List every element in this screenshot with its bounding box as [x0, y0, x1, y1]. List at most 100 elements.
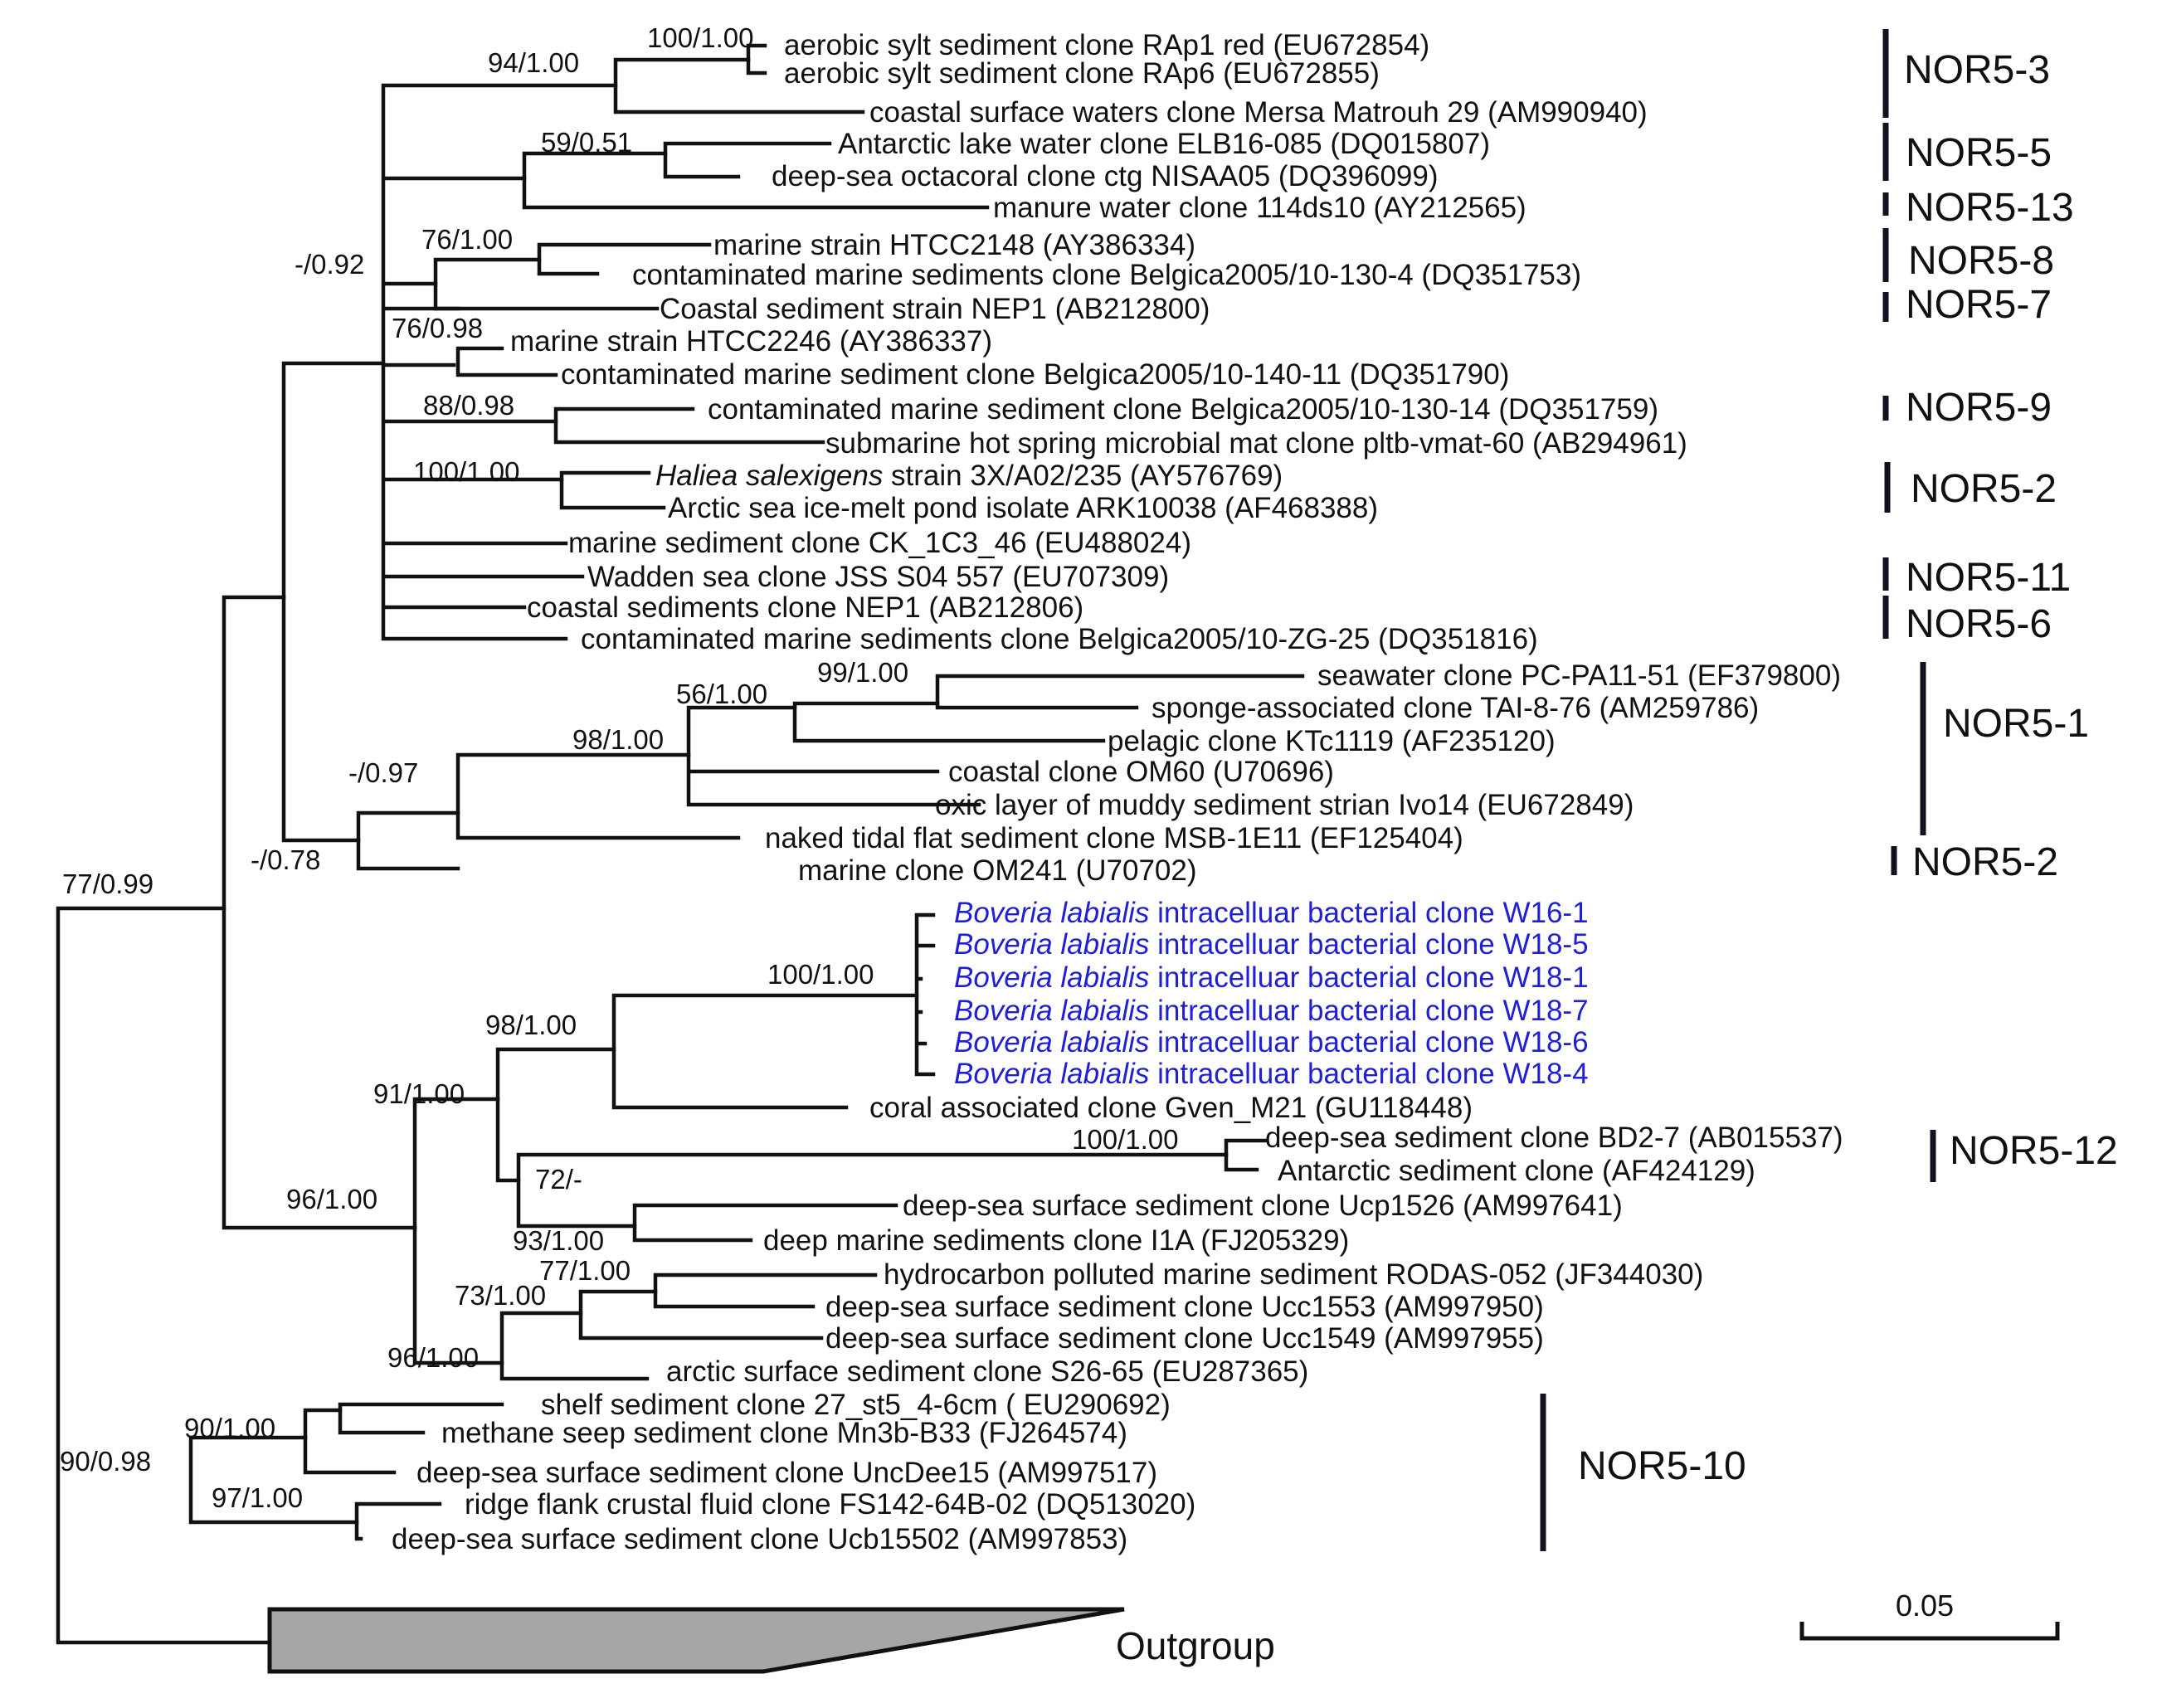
branch-clade-b	[412, 1097, 504, 1365]
taxon-label: oxic layer of muddy sediment strian Ivo1…	[935, 789, 1634, 821]
taxon-label: arctic surface sediment clone S26-65 (EU…	[666, 1355, 1308, 1388]
taxon-label-highlighted: Boveria labialis intracelluar bacterial …	[954, 897, 1589, 929]
node-support-values: 100/1.00 94/1.00 59/0.51 76/1.00 -/0.92 …	[60, 22, 1178, 1513]
support-value: 59/0.51	[541, 127, 632, 158]
taxon-label-rest: strain 3X/A02/235 (AY576769)	[883, 460, 1283, 492]
group-label: NOR5-11	[1906, 556, 2071, 600]
branch-pcpa-tai	[935, 674, 1305, 710]
taxon-label: contaminated marine sediment clone Belgi…	[561, 358, 1509, 391]
taxon-label-highlighted: Boveria labialis intracelluar bacterial …	[954, 1058, 1589, 1090]
support-value: 96/1.00	[387, 1342, 479, 1373]
branch-nor5-3	[613, 57, 865, 114]
support-value: 77/0.99	[62, 869, 153, 899]
branch-boveria-clade	[914, 912, 936, 1077]
taxon-genus-italic: Haliea salexigens	[655, 460, 883, 492]
support-value: 100/1.00	[413, 456, 519, 487]
taxon-label: deep marine sediments clone I1A (FJ20532…	[763, 1224, 1349, 1257]
taxon-label: Wadden sea clone JSS S04 557 (EU707309)	[587, 561, 1169, 593]
group-label: NOR5-10	[1578, 1444, 1746, 1488]
support-value: -/0.78	[251, 844, 320, 875]
branch-shelf-mn3b	[338, 1402, 504, 1435]
branch-htcc2246	[455, 346, 558, 377]
taxon-label: deep-sea surface sediment clone Ucc1553 …	[825, 1291, 1544, 1323]
support-value: 97/1.00	[212, 1482, 303, 1513]
support-value: -/0.97	[348, 757, 418, 788]
support-value: -/0.92	[295, 249, 364, 280]
scale-bar: 0.05	[1799, 1589, 2060, 1641]
taxon-label: marine clone OM241 (U70702)	[798, 854, 1197, 887]
branch-root	[56, 906, 272, 1645]
support-value: 91/1.00	[373, 1078, 465, 1109]
support-value: 93/1.00	[513, 1225, 604, 1256]
support-value: 90/0.98	[60, 1446, 151, 1477]
branch-rodas-ucc	[578, 1289, 824, 1341]
branch-clade-a1	[281, 361, 386, 843]
group-label: NOR5-12	[1950, 1129, 2118, 1173]
taxon-label: marine sediment clone CK_1C3_46 (EU48802…	[568, 527, 1191, 559]
taxon-label: methane seep sediment clone Mn3b-B33 (FJ…	[441, 1417, 1127, 1449]
outgroup-label: Outgroup	[1116, 1624, 1275, 1667]
support-value: 88/0.98	[423, 390, 514, 421]
branch-nor5-polytomy	[381, 83, 618, 641]
support-value: 99/1.00	[817, 657, 908, 688]
support-value: 98/1.00	[485, 1010, 577, 1040]
support-value: 72/-	[535, 1164, 582, 1195]
group-label: NOR5-3	[1904, 48, 2050, 92]
taxon-label: coastal clone OM60 (U70696)	[948, 756, 1334, 788]
outgroup: Outgroup	[267, 1607, 1275, 1674]
taxon-label: seawater clone PC-PA11-51 (EF379800)	[1317, 659, 1841, 692]
taxon-label: Arctic sea ice-melt pond isolate ARK1003…	[668, 492, 1378, 524]
support-value: 94/1.00	[488, 47, 579, 78]
taxon-labels: aerobic sylt sediment clone RAp1 red (EU…	[392, 29, 1843, 1555]
taxon-label: coastal surface waters clone Mersa Matro…	[869, 96, 1648, 129]
taxon-label: deep-sea surface sediment clone Ucb15502…	[392, 1523, 1127, 1555]
branch-rap	[746, 43, 767, 75]
support-value: 77/1.00	[539, 1255, 631, 1286]
branch-rodas-ucc1553	[653, 1272, 878, 1309]
support-value: 100/1.00	[1072, 1124, 1178, 1155]
taxon-label-highlighted: Boveria labialis intracelluar bacterial …	[954, 961, 1589, 994]
group-label: NOR5-5	[1906, 131, 2052, 175]
boveria-labels: Boveria labialis intracelluar bacterial …	[954, 897, 1589, 1090]
taxon-label: Haliea salexigens strain 3X/A02/235 (AY5…	[655, 460, 1283, 492]
branch-nor5-1-mid	[455, 752, 741, 840]
taxon-label: submarine hot spring microbial mat clone…	[825, 427, 1687, 460]
branch-clade-b1	[495, 1047, 616, 1183]
taxon-label: deep-sea surface sediment clone Ucc1549 …	[825, 1322, 1544, 1355]
branch-nor5-12-sister	[516, 1152, 1229, 1229]
branch-nor5-5-13	[522, 151, 990, 210]
taxon-label: pelagic clone KTc1119 (AF235120)	[1108, 725, 1556, 757]
scale-label: 0.05	[1896, 1589, 1954, 1623]
support-value: 56/1.00	[676, 679, 767, 709]
taxon-label: deep-sea surface sediment clone UncDee15…	[416, 1457, 1157, 1489]
branch-clade-a	[222, 595, 417, 1230]
taxon-label: hydrocarbon polluted marine sediment ROD…	[884, 1258, 1703, 1291]
taxon-label: deep-sea octacoral clone ctg NISAA05 (DQ…	[772, 160, 1439, 192]
taxon-label: contaminated marine sediments clone Belg…	[632, 259, 1581, 291]
support-value: 90/1.00	[184, 1413, 275, 1443]
branch-nor5-1	[686, 705, 981, 807]
branch-clade-b2	[499, 1311, 650, 1381]
branch-nor5-5	[663, 141, 832, 179]
nor5-group-annotations: NOR5-3 NOR5-5 NOR5-13 NOR5-8 NOR5-7 NOR5…	[1540, 29, 2118, 1551]
taxon-label: aerobic sylt sediment clone RAp1 red (EU…	[784, 29, 1429, 61]
support-value: 73/1.00	[455, 1280, 546, 1311]
group-label: NOR5-1	[1943, 702, 2089, 746]
group-label: NOR5-6	[1906, 602, 2052, 646]
support-value: 76/1.00	[421, 224, 513, 255]
taxon-label-highlighted: Boveria labialis intracelluar bacterial …	[954, 1026, 1589, 1058]
branch-nor5-9	[553, 406, 825, 445]
taxon-label: sponge-associated clone TAI-8-76 (AM2597…	[1152, 692, 1759, 724]
taxon-label: naked tidal flat sediment clone MSB-1E11…	[765, 822, 1463, 854]
branch-nor5-10-b	[354, 1501, 442, 1541]
taxon-label: Coastal sediment strain NEP1 (AB212800)	[660, 293, 1210, 325]
branch-nor5-2-haliea	[559, 470, 666, 510]
support-value: 100/1.00	[647, 22, 753, 53]
taxon-label-highlighted: Boveria labialis intracelluar bacterial …	[954, 995, 1589, 1027]
branch-ucp-i1a	[632, 1203, 898, 1243]
branch-nor5-8	[537, 242, 712, 276]
branch-nor5-10	[188, 1435, 359, 1525]
group-label: NOR5-2	[1911, 467, 2057, 511]
group-label: NOR5-7	[1906, 283, 2052, 327]
